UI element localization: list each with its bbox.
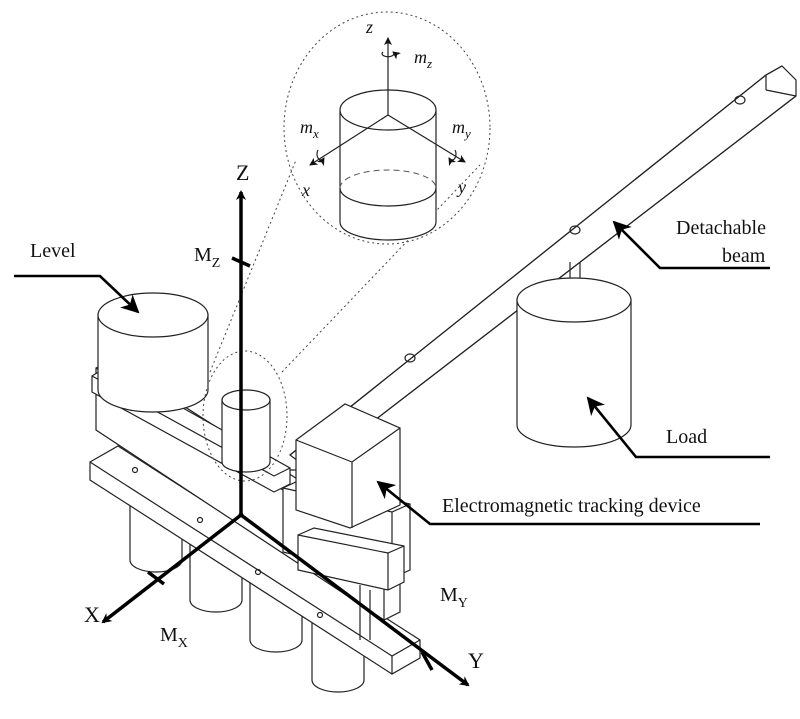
leader-lines	[14, 220, 770, 526]
load-label: Load	[666, 426, 707, 448]
tracking-device	[282, 403, 411, 591]
local-axis-x-label: x	[301, 180, 310, 200]
moment-mz-label: MZ	[194, 244, 220, 271]
local-moment-my-label: my	[452, 117, 471, 141]
load-cylinder	[516, 262, 632, 448]
local-moment-mx-label: mx	[300, 117, 319, 141]
level-cylinder	[97, 292, 209, 413]
sensor-cylinder	[202, 350, 288, 482]
detachable-beam-label-line1: Detachable	[676, 217, 766, 239]
local-axis-y-label: y	[456, 177, 466, 197]
level-label: Level	[30, 240, 76, 262]
detachable-beam-label-line2: beam	[722, 245, 766, 267]
moment-mx-label: MX	[160, 624, 188, 651]
local-moment-mz-label: mz	[414, 47, 432, 71]
axis-z-label: Z	[236, 160, 249, 185]
inset-zoom	[283, 11, 491, 245]
moment-my-label: MY	[440, 584, 468, 611]
global-axes	[101, 190, 470, 687]
local-axis-z-label: z	[365, 17, 373, 37]
axis-x-label: X	[84, 602, 100, 627]
tracking-device-label: Electromagnetic tracking device	[442, 495, 701, 517]
callout-lines	[209, 159, 481, 373]
axis-y-label: Y	[468, 648, 484, 673]
